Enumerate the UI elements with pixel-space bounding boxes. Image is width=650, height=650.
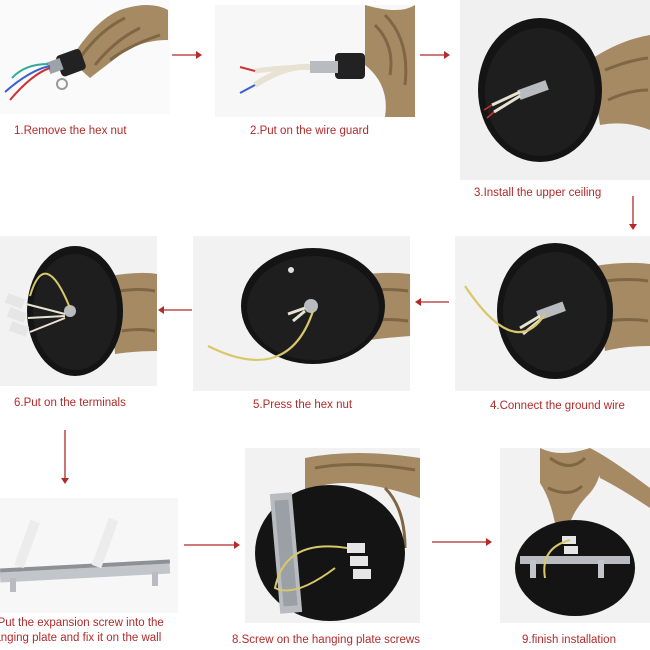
step-8-photo bbox=[245, 448, 420, 623]
step-1-photo bbox=[0, 0, 170, 114]
step-6-photo bbox=[0, 236, 157, 386]
step-9-photo bbox=[500, 448, 650, 623]
step-4-caption: 4.Connect the ground wire bbox=[490, 400, 625, 412]
step-7-caption-line2: hanging plate and fix it on the wall bbox=[0, 632, 162, 644]
arrow-left-1 bbox=[415, 297, 449, 307]
arrow-right-1 bbox=[172, 50, 202, 60]
step-4-photo bbox=[455, 236, 650, 391]
step-9-caption: 9.finish installation bbox=[522, 634, 616, 646]
arrow-down-1 bbox=[628, 196, 638, 230]
step-6-caption: 6.Put on the terminals bbox=[14, 397, 126, 409]
step-7-caption-line1: 7.Put the expansion screw into the bbox=[0, 617, 164, 629]
step-3-caption: 3.Install the upper ceiling bbox=[474, 187, 602, 199]
step-2-photo bbox=[215, 5, 415, 117]
step-8-caption: 8.Screw on the hanging plate screws bbox=[232, 634, 420, 646]
arrow-down-2 bbox=[60, 430, 70, 484]
step-5-caption: 5.Press the hex nut bbox=[253, 399, 353, 411]
arrow-right-3 bbox=[184, 540, 240, 550]
step-2-caption: 2.Put on the wire guard bbox=[250, 125, 369, 137]
arrow-left-2 bbox=[158, 305, 192, 315]
step-7-photo bbox=[0, 498, 178, 613]
step-5-photo bbox=[193, 236, 410, 391]
step-3-photo bbox=[460, 0, 650, 180]
step-1-caption: 1.Remove the hex nut bbox=[14, 125, 127, 137]
arrow-right-4 bbox=[432, 537, 492, 547]
arrow-right-2 bbox=[420, 50, 450, 60]
